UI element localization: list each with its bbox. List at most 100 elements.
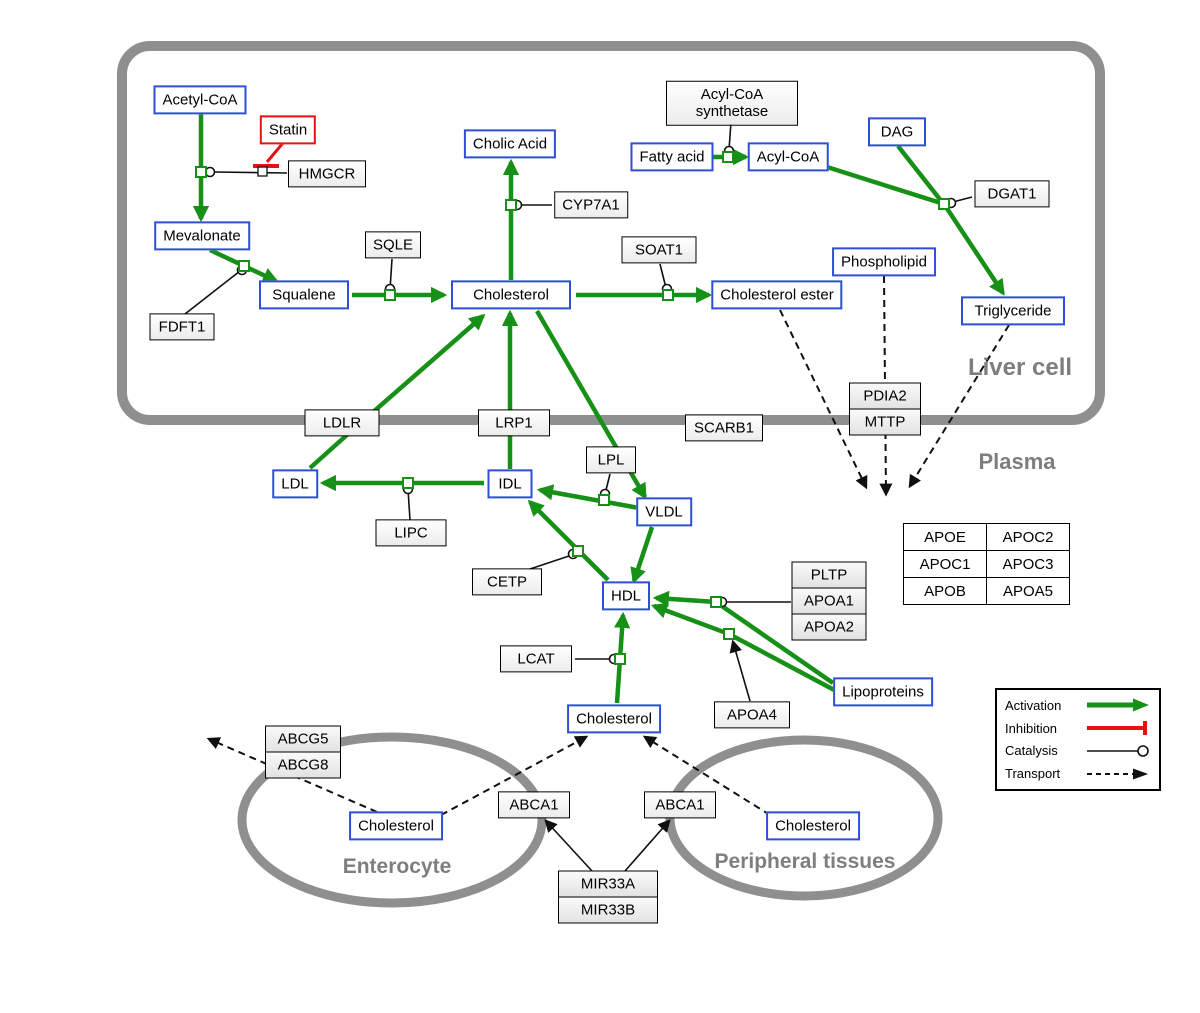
node-hdl[interactable]: HDL [601,581,651,611]
node-apoa2[interactable]: APOA2 [791,613,867,641]
node-hmgcr[interactable]: HMGCR [288,160,366,188]
node-lipc[interactable]: LIPC [375,519,447,547]
node-sqle[interactable]: SQLE [364,231,422,259]
node-abcg8[interactable]: ABCG8 [265,751,341,779]
node-pdia2[interactable]: PDIA2 [849,382,921,410]
node-abcg5[interactable]: ABCG5 [265,725,341,753]
edge-acyl-coa-to-dgat-node [826,164,945,207]
edge-vldl-to-hdl [630,526,655,585]
node-cholesterol-peripheral[interactable]: Cholesterol [766,811,860,841]
reaction-node [662,289,674,301]
node-cholic-acid[interactable]: Cholic Acid [463,129,557,159]
node-idl[interactable]: IDL [487,469,533,499]
legend-row-inhibition: Inhibition [1005,718,1151,739]
node-fdft1[interactable]: FDFT1 [149,313,215,341]
node-pltp[interactable]: PLTP [791,561,867,589]
edge-hdl-to-idl [527,499,610,582]
node-mir33b[interactable]: MIR33B [558,896,658,924]
reaction-node [614,653,626,665]
node-ldlr[interactable]: LDLR [304,409,380,437]
node-lpl[interactable]: LPL [586,446,636,474]
legend-transport-label: Transport [1005,766,1061,782]
inhibition-tbar-icon [1087,721,1147,736]
peripheral-tissues-label: Peripheral tissues [714,850,896,873]
node-scarb1[interactable]: SCARB1 [685,414,763,442]
statin-inhibition-line [265,142,285,163]
anchor-point [257,166,268,177]
legend-row-transport: Transport [1005,763,1151,784]
node-apoa5[interactable]: APOA5 [987,578,1069,604]
legend-inhibition-label: Inhibition [1005,720,1058,736]
node-acetyl-coa[interactable]: Acetyl-CoA [153,85,247,115]
legend-catalysis-label: Catalysis [1005,743,1058,759]
legend-row-activation: Activation [1005,695,1151,716]
reaction-node [505,199,517,211]
node-lipoproteins[interactable]: Lipoproteins [833,677,933,707]
reaction-node [384,289,396,301]
node-apoa1[interactable]: APOA1 [791,587,867,615]
edge-cholesterol-efflux-abcg5-abcg8 [206,737,378,813]
node-apoc1[interactable]: APOC1 [904,551,986,577]
node-statin[interactable]: Statin [259,115,317,145]
edge-cetp-catalysis [529,554,573,570]
node-acyl-coa[interactable]: Acyl-CoA [747,142,829,172]
legend-activation-label: Activation [1005,697,1062,713]
node-lrp1[interactable]: LRP1 [478,409,550,437]
group-pdia2-mttp: PDIA2 MTTP [849,382,921,436]
reaction-nodes [195,151,950,665]
node-apoc3[interactable]: APOC3 [987,551,1069,577]
node-vldl[interactable]: VLDL [636,497,692,527]
edge-cholesterol-peripheral-to-plasma [642,735,771,816]
liver-cell-membrane [117,41,1105,425]
group-mir33a-mir33b: MIR33A MIR33B [558,870,658,924]
inhibition-edge-statin [253,142,285,168]
node-dag[interactable]: DAG [868,117,926,147]
enterocyte-membrane [237,732,547,908]
reaction-node [572,545,584,557]
edge-apoa4-to-hdl-node [729,639,751,702]
node-soat1[interactable]: SOAT1 [621,236,697,264]
edge-dgat-node-to-triglyceride [944,205,1005,296]
reaction-node [722,151,734,163]
node-cholesterol-liver[interactable]: Cholesterol [451,280,571,310]
node-apob[interactable]: APOB [904,578,986,604]
reaction-node [723,628,735,640]
edge-dag-to-dgat-node [896,144,944,204]
node-cetp[interactable]: CETP [472,568,542,596]
node-apoa4[interactable]: APOA4 [714,701,790,729]
node-abca1-peripheral[interactable]: ABCA1 [644,791,716,819]
apolipoprotein-table: APOE APOC2 APOC1 APOC3 APOB APOA5 [903,523,1070,605]
node-cyp7a1[interactable]: CYP7A1 [554,191,628,219]
node-mir33a[interactable]: MIR33A [558,870,658,898]
reaction-node [402,477,414,489]
node-apoc2[interactable]: APOC2 [987,524,1069,550]
node-dgat1[interactable]: DGAT1 [974,180,1050,208]
node-lcat[interactable]: LCAT [500,645,572,673]
node-cholesterol-plasma[interactable]: Cholesterol [567,704,661,734]
node-ldl[interactable]: LDL [272,469,318,499]
node-acyl-coa-synthetase[interactable]: Acyl-CoA synthetase [666,80,798,126]
reaction-node [598,494,610,506]
node-cholesterol-enterocyte[interactable]: Cholesterol [349,811,443,841]
enterocyte-label: Enterocyte [342,855,452,878]
reaction-node [195,166,207,178]
reaction-node [238,260,250,272]
edge-acyl-coa-synthetase-catalysis [728,121,732,151]
node-fatty-acid[interactable]: Fatty acid [630,142,714,172]
edge-fdft1-catalysis [184,270,241,315]
node-phospholipid[interactable]: Phospholipid [832,247,936,277]
node-triglyceride[interactable]: Triglyceride [961,296,1065,326]
node-mevalonate[interactable]: Mevalonate [154,221,250,251]
edge-hmgcr-catalysis [214,171,288,174]
legend-row-catalysis: Catalysis [1005,740,1151,761]
legend: Activation Inhibition Catalysis Transpor… [995,688,1161,791]
node-apoe[interactable]: APOE [904,524,986,550]
transport-arrow-icon [1087,768,1148,780]
node-abca1-enterocyte[interactable]: ABCA1 [498,791,570,819]
node-squalene[interactable]: Squalene [259,280,349,310]
group-pltp-apoa1-apoa2: PLTP APOA1 APOA2 [791,561,867,641]
node-mttp[interactable]: MTTP [849,408,921,436]
node-cholesterol-ester[interactable]: Cholesterol ester [711,280,843,310]
transport-edges [206,275,1010,816]
